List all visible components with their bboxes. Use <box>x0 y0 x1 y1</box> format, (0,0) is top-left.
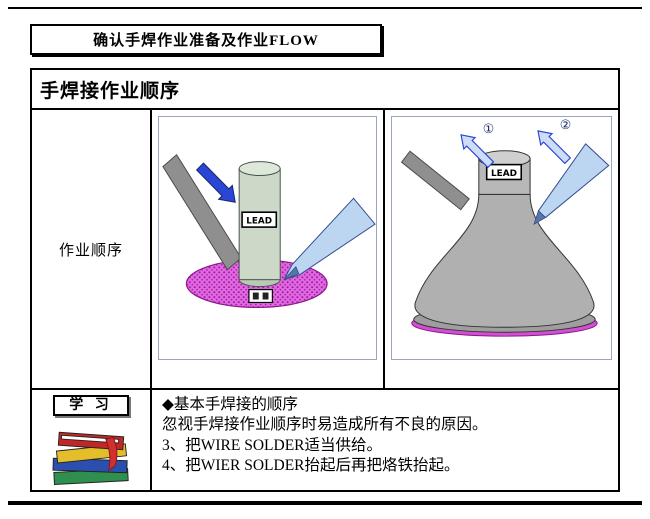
bottom-rule <box>8 501 642 505</box>
title-box: 确认手焊作业准备及作业FLOW <box>30 24 382 55</box>
bookmark-ribbon <box>105 436 118 472</box>
notes-line-3: 4、把WIER SOLDER抬起后再把烙铁抬起。 <box>162 457 460 475</box>
notes-line-2: 3、把WIRE SOLDER适当供给。 <box>162 436 383 454</box>
procedure-table: 手焊接作业顺序 作业顺序 <box>30 68 620 492</box>
notes-cell: ◆基本手焊接的顺序 忽视手焊接作业顺序时易造成所有不良的原因。 3、把WIRE … <box>152 390 488 490</box>
iron-direction-arrow <box>195 162 236 203</box>
diagram-cell-right: LEAD ① ② <box>385 110 618 390</box>
page-title: 确认手焊作业准备及作业FLOW <box>93 33 319 49</box>
diagram-panel-lift-off: LEAD ① ② <box>391 116 612 360</box>
lead-label-box: LEAD <box>485 163 523 181</box>
lead-label-box: LEAD <box>241 211 278 228</box>
diagram-cell-left: LEAD <box>152 110 385 390</box>
study-tag: 学 习 <box>53 395 129 416</box>
lead-label: LEAD <box>246 217 272 227</box>
step-1-badge: ① <box>483 122 494 137</box>
top-rule <box>8 7 642 9</box>
lift-arrow-2 <box>537 130 572 165</box>
section-header: 手焊接作业顺序 <box>40 80 181 102</box>
solder-wire-graphic <box>283 197 376 281</box>
study-cell: 学 习 <box>32 390 152 490</box>
diagram-panel-apply-solder: LEAD <box>158 116 377 360</box>
soldering-iron-graphic <box>400 150 470 211</box>
lift-arrow-1 <box>460 134 495 169</box>
lead-label: LEAD <box>491 169 517 179</box>
solder-wire-graphic <box>533 143 610 225</box>
lift-off-diagram: LEAD ① ② <box>400 118 610 337</box>
step-2-badge: ② <box>560 118 571 133</box>
study-label: 学 习 <box>69 398 113 413</box>
joint-base-tag <box>248 288 273 304</box>
row-label-cell: 作业顺序 <box>32 110 152 390</box>
row-label: 作业顺序 <box>58 242 123 259</box>
notes-heading: ◆基本手焊接的顺序 <box>162 396 298 413</box>
notes-line-1: 忽视手焊接作业顺序时易造成所有不良的原因。 <box>162 416 488 434</box>
apply-solder-diagram: LEAD <box>162 153 376 309</box>
table-header: 手焊接作业顺序 <box>32 70 618 110</box>
books-illustration <box>52 431 129 485</box>
